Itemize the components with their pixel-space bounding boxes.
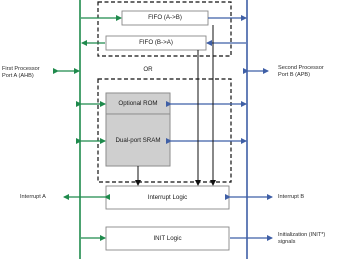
dual-port-sram-label: Dual-port SRAM (115, 137, 161, 144)
port-a-label: First Processor Port A (AHB) (2, 66, 40, 79)
memory-group (97, 78, 232, 183)
optional-rom-label: Optional ROM (118, 100, 158, 107)
init-logic-box (105, 226, 230, 251)
port-b-label: Second Processor Port B (APB) (278, 65, 324, 78)
fifo-ba-label: FIFO (B->A) (139, 39, 173, 46)
interrupt-logic-label: Interrupt Logic (147, 194, 188, 201)
interrupt-a-label: Interrupt A (20, 194, 46, 200)
init-signals-label: Initialization (INIT*) signals (278, 232, 326, 245)
fifo-group (97, 1, 232, 57)
or-label: OR (143, 66, 153, 73)
init-logic-label: INIT Logic (153, 235, 182, 242)
dual-port-sram-box (105, 113, 171, 167)
fifo-ab-label: FIFO (A->B) (148, 14, 182, 21)
interrupt-b-label: Interrupt B (278, 194, 305, 200)
